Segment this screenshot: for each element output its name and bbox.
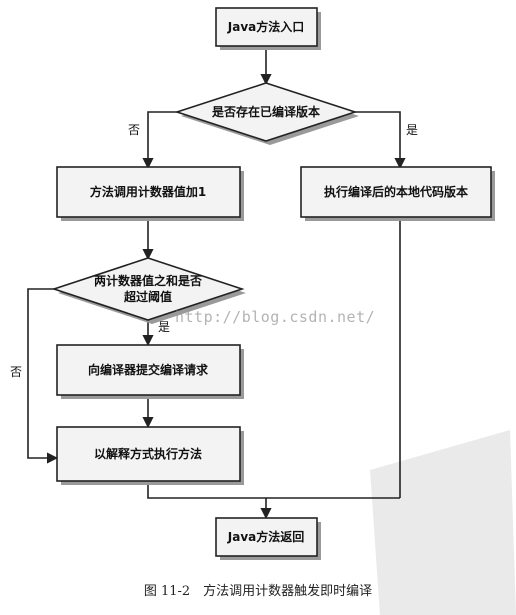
node-increment-counter [56,166,241,218]
figure-caption: 图 11-2 方法调用计数器触发即时编译 [143,584,373,599]
edge-label-yes-right: 是 [406,123,418,137]
label-interpret: 以解释方式执行方法 [94,446,202,461]
node-interpret [56,426,241,482]
label-check-compiled: 是否存在已编译版本 [211,104,320,119]
node-exec-native [300,166,492,218]
nodes [51,7,492,557]
node-check-compiled [174,82,358,142]
node-return [215,517,318,557]
label-submit-compile: 向编译器提交编译请求 [88,362,209,377]
label-threshold-line1: 两计数器值之和是否 [94,273,202,288]
edge-threshold-no [27,288,59,464]
label-threshold-line2: 超过阈值 [123,289,172,304]
label-entry: Java方法入口 [227,19,304,34]
edge-check-no [142,111,177,170]
edge-interpret-to-merge [147,481,400,499]
node-entry [215,7,318,47]
node-submit-compile [56,344,241,396]
connectors [27,46,406,520]
label-exec-native: 执行编译后的本地代码版本 [324,184,468,199]
seal-stamp-decoration [370,430,516,615]
edge-label-no-threshold: 否 [10,365,22,379]
node-labels: Java方法入口 是否存在已编译版本 方法调用计数器值加1 执行编译后的本地代码… [88,19,468,544]
edge-labels: 否 是 是 否 [10,123,418,379]
label-increment-counter: 方法调用计数器值加1 [90,184,206,199]
label-return: Java方法返回 [227,529,304,544]
edge-label-no-left: 否 [128,123,140,137]
node-threshold [51,257,245,321]
edge-check-yes [355,111,406,170]
watermark-url: http://blog.csdn.net/ [175,308,376,326]
edge-label-yes-threshold: 是 [158,320,170,334]
